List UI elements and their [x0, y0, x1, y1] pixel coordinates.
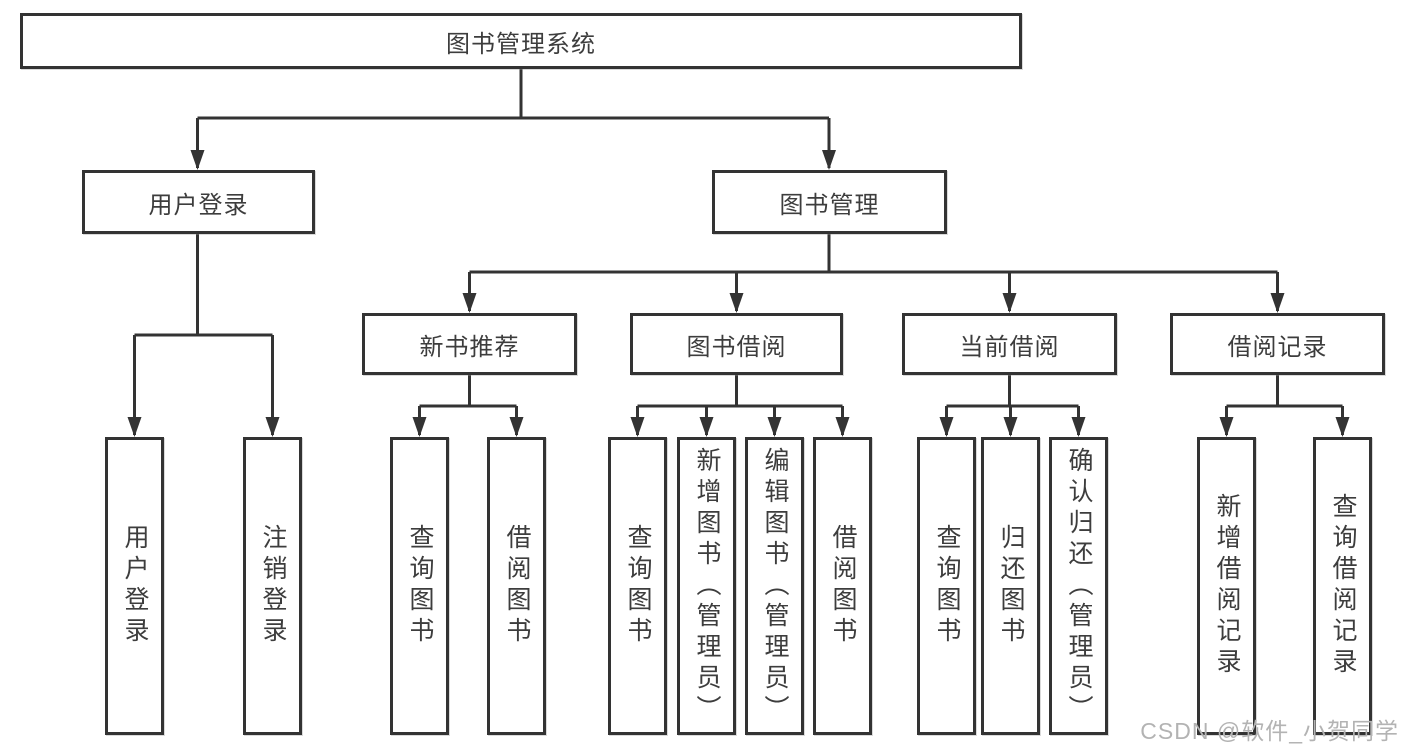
arrowhead-icons — [127, 150, 1350, 437]
leaf-query-books-borrowing: 查询图书 — [608, 437, 667, 735]
leaf-user-login: 用户登录 — [105, 437, 164, 735]
leaf-confirm-return-admin: 确认归还（管理员） — [1049, 437, 1108, 735]
node-new-book-recommendation: 新书推荐 — [362, 313, 577, 375]
leaf-add-books-admin: 新增图书（管理员） — [677, 437, 736, 735]
node-book-borrowing: 图书借阅 — [630, 313, 843, 375]
leaf-logout: 注销登录 — [243, 437, 302, 735]
watermark: CSDN @软件_小贺同学 — [1140, 718, 1399, 744]
leaf-edit-books-admin: 编辑图书（管理员） — [745, 437, 804, 735]
leaf-borrow-books-borrowing: 借阅图书 — [813, 437, 872, 735]
node-book-management: 图书管理 — [712, 170, 947, 234]
leaf-query-books-recommend: 查询图书 — [390, 437, 449, 735]
node-borrowing-records: 借阅记录 — [1170, 313, 1385, 375]
leaf-add-borrow-record: 新增借阅记录 — [1197, 437, 1256, 735]
node-user-login: 用户登录 — [82, 170, 315, 234]
node-library-system: 图书管理系统 — [20, 13, 1022, 69]
leaf-borrow-books-recommend: 借阅图书 — [487, 437, 546, 735]
leaf-query-borrow-record: 查询借阅记录 — [1313, 437, 1372, 735]
leaf-return-books: 归还图书 — [981, 437, 1040, 735]
leaf-query-books-current: 查询图书 — [917, 437, 976, 735]
node-current-borrowing: 当前借阅 — [902, 313, 1117, 375]
connector-lines — [133, 69, 1344, 435]
